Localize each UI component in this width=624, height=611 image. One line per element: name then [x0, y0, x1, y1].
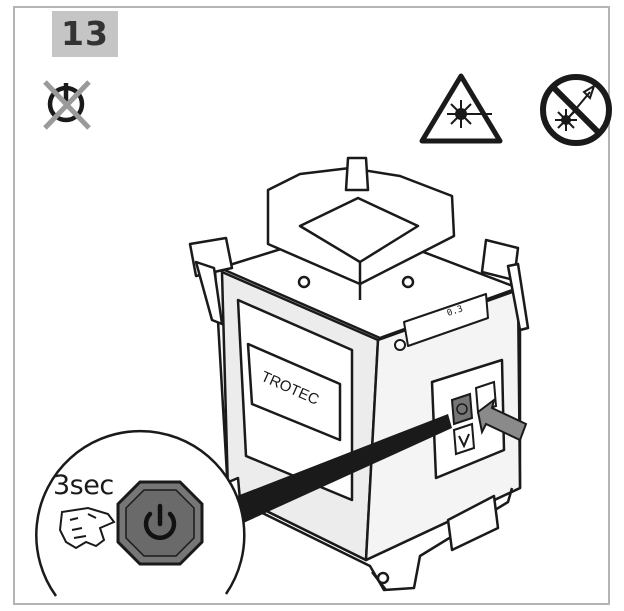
callout-connector [196, 414, 452, 540]
hold-duration-label: 3sec [53, 470, 114, 501]
power-icon [143, 503, 177, 541]
laser-warning-triangle-icon [419, 73, 503, 144]
no-stare-into-beam-icon [540, 74, 612, 146]
pointing-hand-icon [58, 506, 116, 550]
pointing-arrow [476, 397, 528, 442]
device-power-button[interactable] [450, 392, 474, 426]
display-readout: 0.3 [446, 304, 465, 319]
step-number-badge: 13 [52, 11, 118, 57]
device-v-button[interactable] [452, 422, 476, 456]
power-crossed-out-icon [43, 80, 91, 130]
power-button-magnified[interactable] [116, 480, 204, 566]
